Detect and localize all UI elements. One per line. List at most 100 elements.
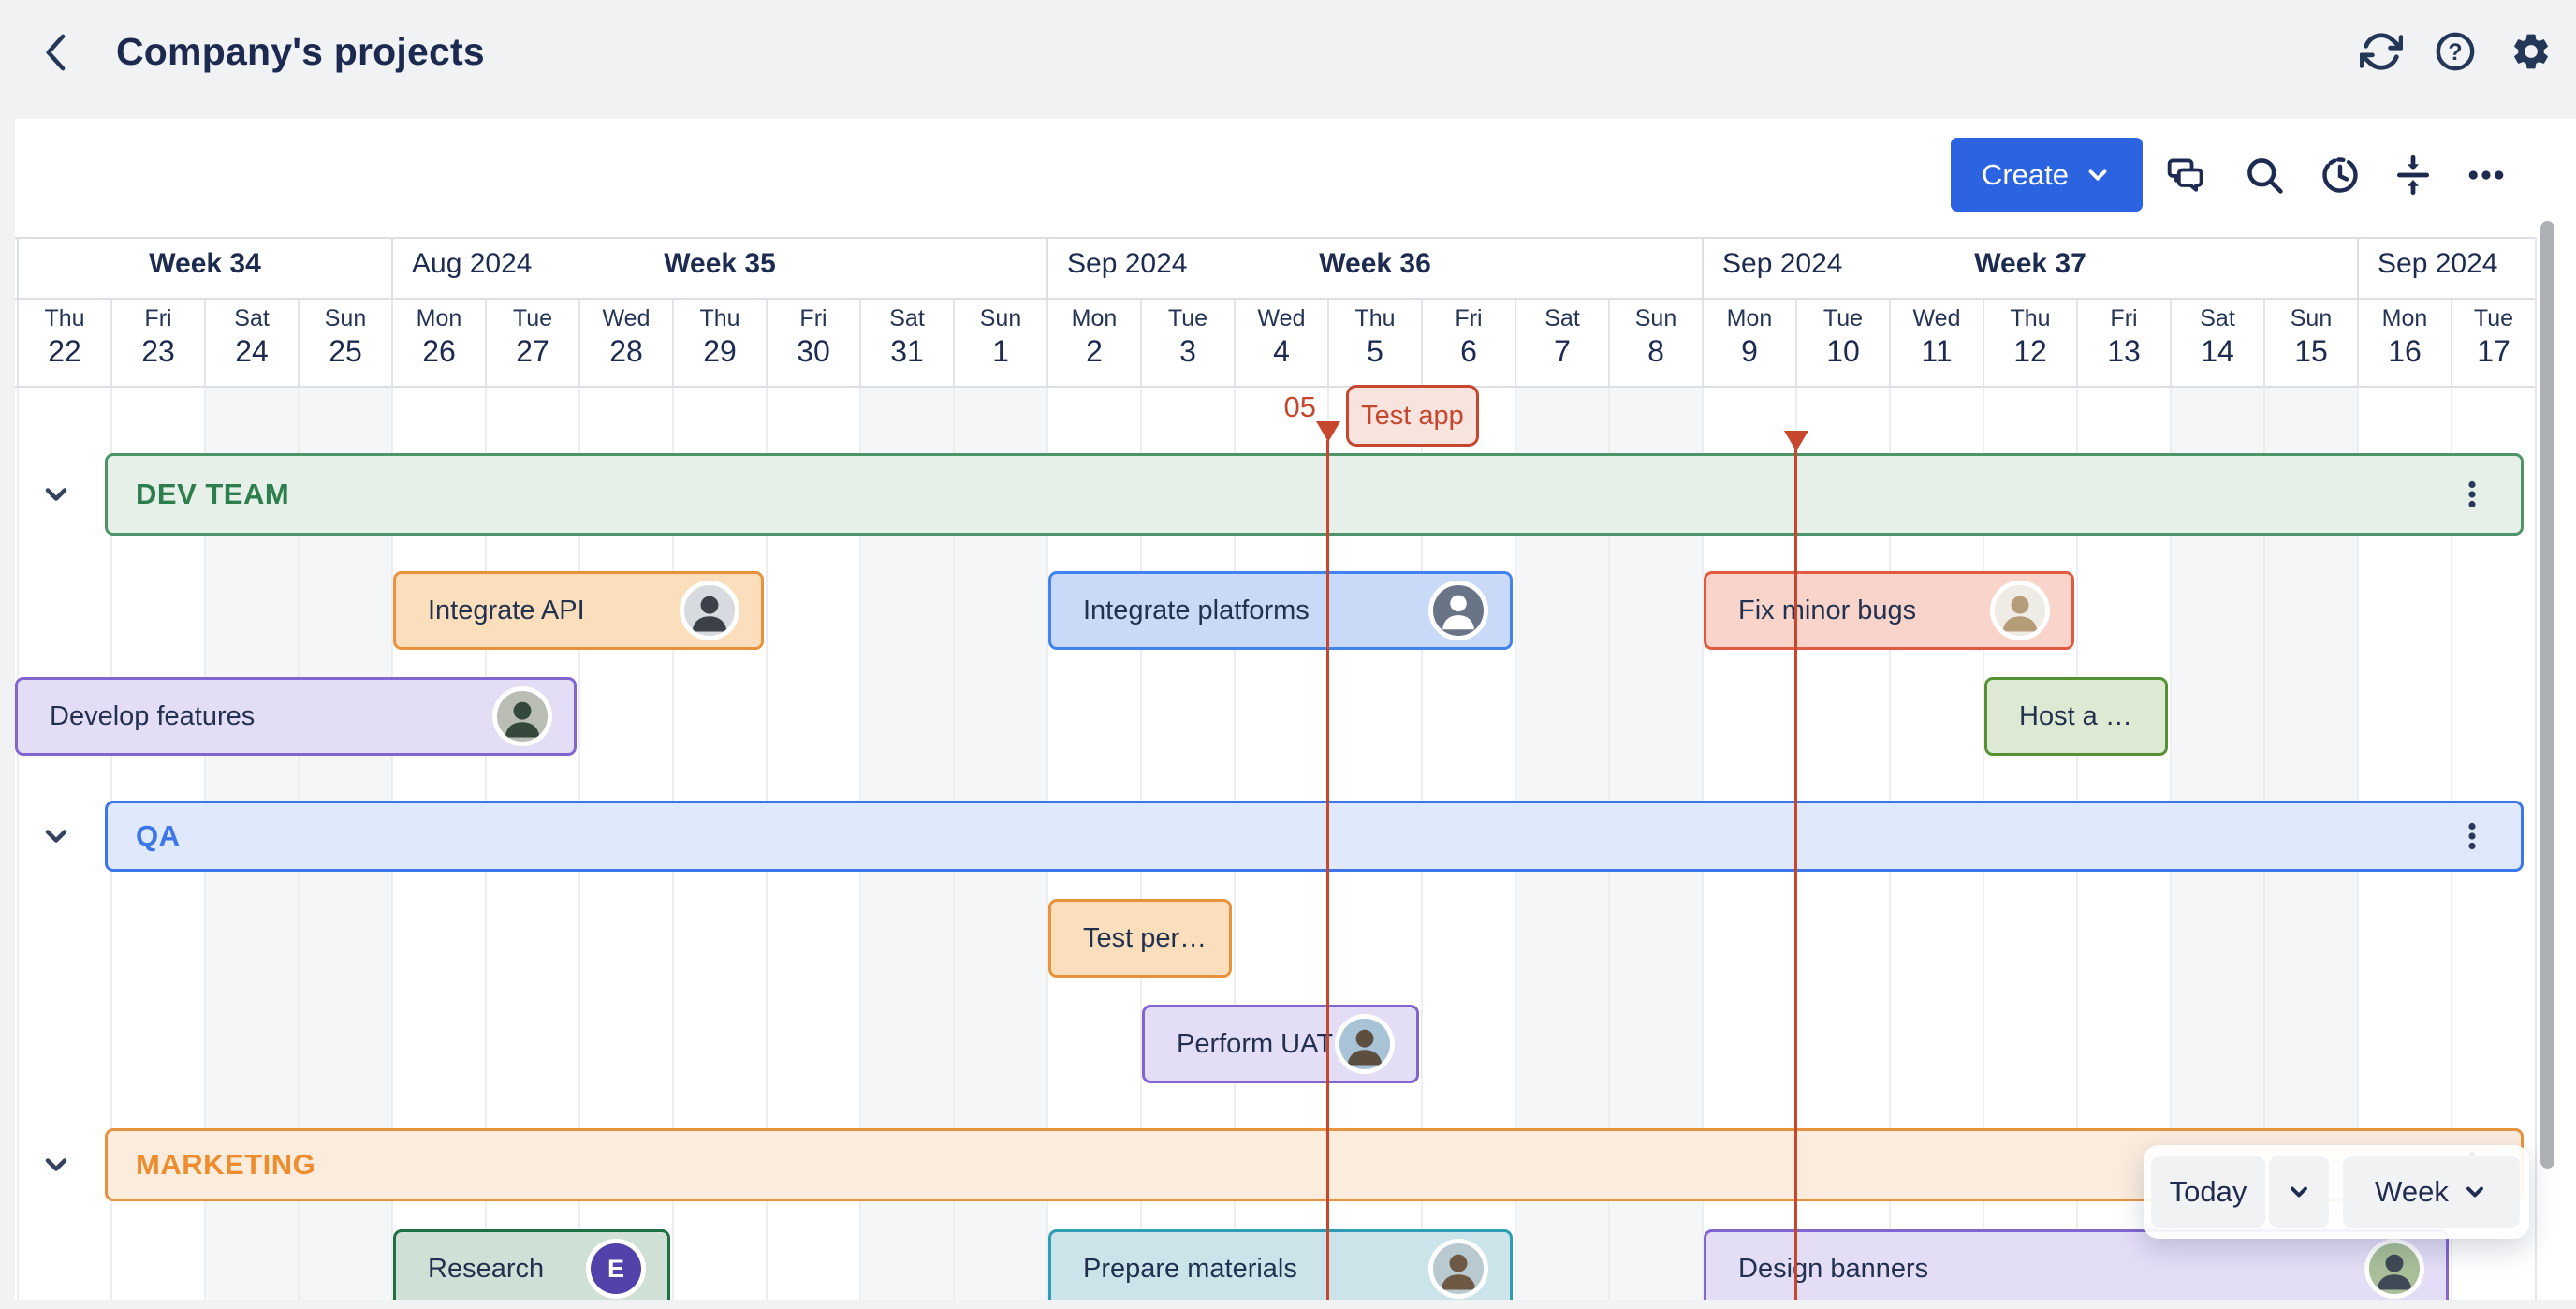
day-name: Fri	[2110, 305, 2138, 331]
week-label: Week 35	[664, 248, 776, 279]
group-menu-icon[interactable]	[2455, 816, 2489, 857]
day-header-cell: Wed 11	[1889, 298, 1983, 386]
task-bar[interactable]: Perform UAT	[1142, 1005, 1419, 1083]
milestone-marker-icon[interactable]	[1784, 431, 1808, 451]
zoom-level-button[interactable]: Week	[2343, 1156, 2520, 1228]
chart-right-border	[2535, 237, 2537, 1300]
day-name: Mon	[2381, 305, 2428, 331]
search-icon[interactable]	[2244, 154, 2285, 196]
day-number: 23	[141, 334, 175, 368]
collapse-toggle-marketing[interactable]	[39, 1148, 73, 1182]
back-chevron-icon	[46, 34, 66, 71]
group-bar-dev[interactable]: DEV TEAM	[105, 453, 2524, 536]
day-name: Thu	[1354, 305, 1396, 331]
history-icon[interactable]	[2320, 154, 2361, 196]
day-name: Fri	[799, 305, 827, 331]
grid-line	[17, 386, 19, 1300]
task-label: Research	[428, 1253, 545, 1284]
task-bar[interactable]: Prepare materials	[1048, 1229, 1513, 1308]
day-name: Mon	[1071, 305, 1118, 331]
day-number: 13	[2107, 334, 2141, 368]
day-number: 8	[1647, 334, 1664, 368]
task-bar[interactable]: Fix minor bugs	[1704, 571, 2074, 650]
create-button[interactable]: Create	[1951, 138, 2143, 212]
back-button[interactable]	[36, 26, 80, 79]
settings-icon[interactable]	[2510, 30, 2553, 73]
person-avatar-icon	[1433, 585, 1484, 636]
sync-icon[interactable]	[2359, 30, 2404, 73]
day-number: 4	[1273, 334, 1290, 368]
group-bar-qa[interactable]: QA	[105, 801, 2524, 872]
group-bar-marketing[interactable]: MARKETING	[105, 1128, 2524, 1201]
collapse-toggle-dev[interactable]	[39, 478, 73, 511]
milestone-date-label: 05	[1283, 390, 1316, 423]
day-number: 7	[1554, 334, 1571, 368]
day-name: Wed	[1912, 305, 1961, 331]
day-name: Fri	[1455, 305, 1483, 331]
task-label: Integrate platforms	[1083, 595, 1310, 625]
task-label: Develop features	[50, 700, 256, 731]
milestone-line	[1326, 440, 1329, 1300]
help-icon[interactable]: ?	[2434, 30, 2477, 73]
day-name: Tue	[1822, 305, 1864, 331]
task-bar[interactable]: Design banners	[1704, 1229, 2449, 1308]
day-number: 27	[516, 334, 549, 368]
avatar-photo	[1433, 1243, 1484, 1294]
day-name: Fri	[144, 305, 172, 331]
task-label: Test per…	[1083, 922, 1208, 953]
week-label: Week 34	[149, 248, 261, 279]
collapse-rows-icon[interactable]	[2393, 154, 2434, 196]
task-bar[interactable]: Test per…	[1048, 899, 1232, 978]
avatar-photo	[1339, 1019, 1390, 1069]
day-number: 9	[1741, 334, 1758, 368]
today-button[interactable]: Today	[2151, 1156, 2265, 1228]
group-label: DEV TEAM	[136, 478, 290, 510]
day-number: 17	[2477, 334, 2510, 368]
avatar-photo	[1995, 585, 2045, 636]
task-bar[interactable]: Develop features	[15, 677, 577, 756]
header-divider	[15, 386, 2535, 388]
more-icon[interactable]	[2466, 154, 2507, 196]
avatar: E	[591, 1243, 641, 1294]
day-name: Sat	[234, 305, 270, 331]
vertical-scrollbar-thumb[interactable]	[2540, 221, 2554, 1169]
day-number: 26	[422, 334, 456, 368]
horizontal-scrollbar-track[interactable]	[15, 1300, 2535, 1309]
comments-icon[interactable]	[2166, 154, 2207, 196]
task-label: Prepare materials	[1083, 1253, 1297, 1284]
svg-text:?: ?	[2448, 39, 2462, 66]
group-menu-icon[interactable]	[2455, 474, 2489, 515]
task-bar[interactable]: Integrate API	[393, 571, 764, 650]
day-number: 11	[1921, 334, 1953, 368]
today-options-button[interactable]	[2269, 1156, 2329, 1228]
day-name: Sun	[1634, 305, 1677, 331]
day-name: Sun	[324, 305, 367, 331]
view-controls-panel: Today Week	[2144, 1145, 2529, 1239]
task-label: Fix minor bugs	[1738, 595, 1917, 625]
day-header-cell: Sun 8	[1608, 298, 1702, 386]
task-bar[interactable]: Research E	[393, 1229, 670, 1308]
task-bar[interactable]: Integrate platforms	[1048, 571, 1513, 650]
day-number: 15	[2294, 334, 2328, 368]
month-label: Aug 2024	[412, 248, 533, 279]
day-number: 5	[1367, 334, 1383, 368]
task-bar[interactable]: Host a …	[1984, 677, 2168, 756]
day-number: 28	[609, 334, 643, 368]
chevron-down-icon	[45, 830, 67, 843]
day-number: 16	[2388, 334, 2422, 368]
milestone-marker-icon[interactable]	[1316, 421, 1340, 442]
milestone-chip[interactable]: Test app	[1346, 385, 1479, 447]
collapse-toggle-qa[interactable]	[39, 819, 73, 853]
task-label: Integrate API	[428, 595, 585, 625]
create-button-label: Create	[1981, 157, 2070, 191]
